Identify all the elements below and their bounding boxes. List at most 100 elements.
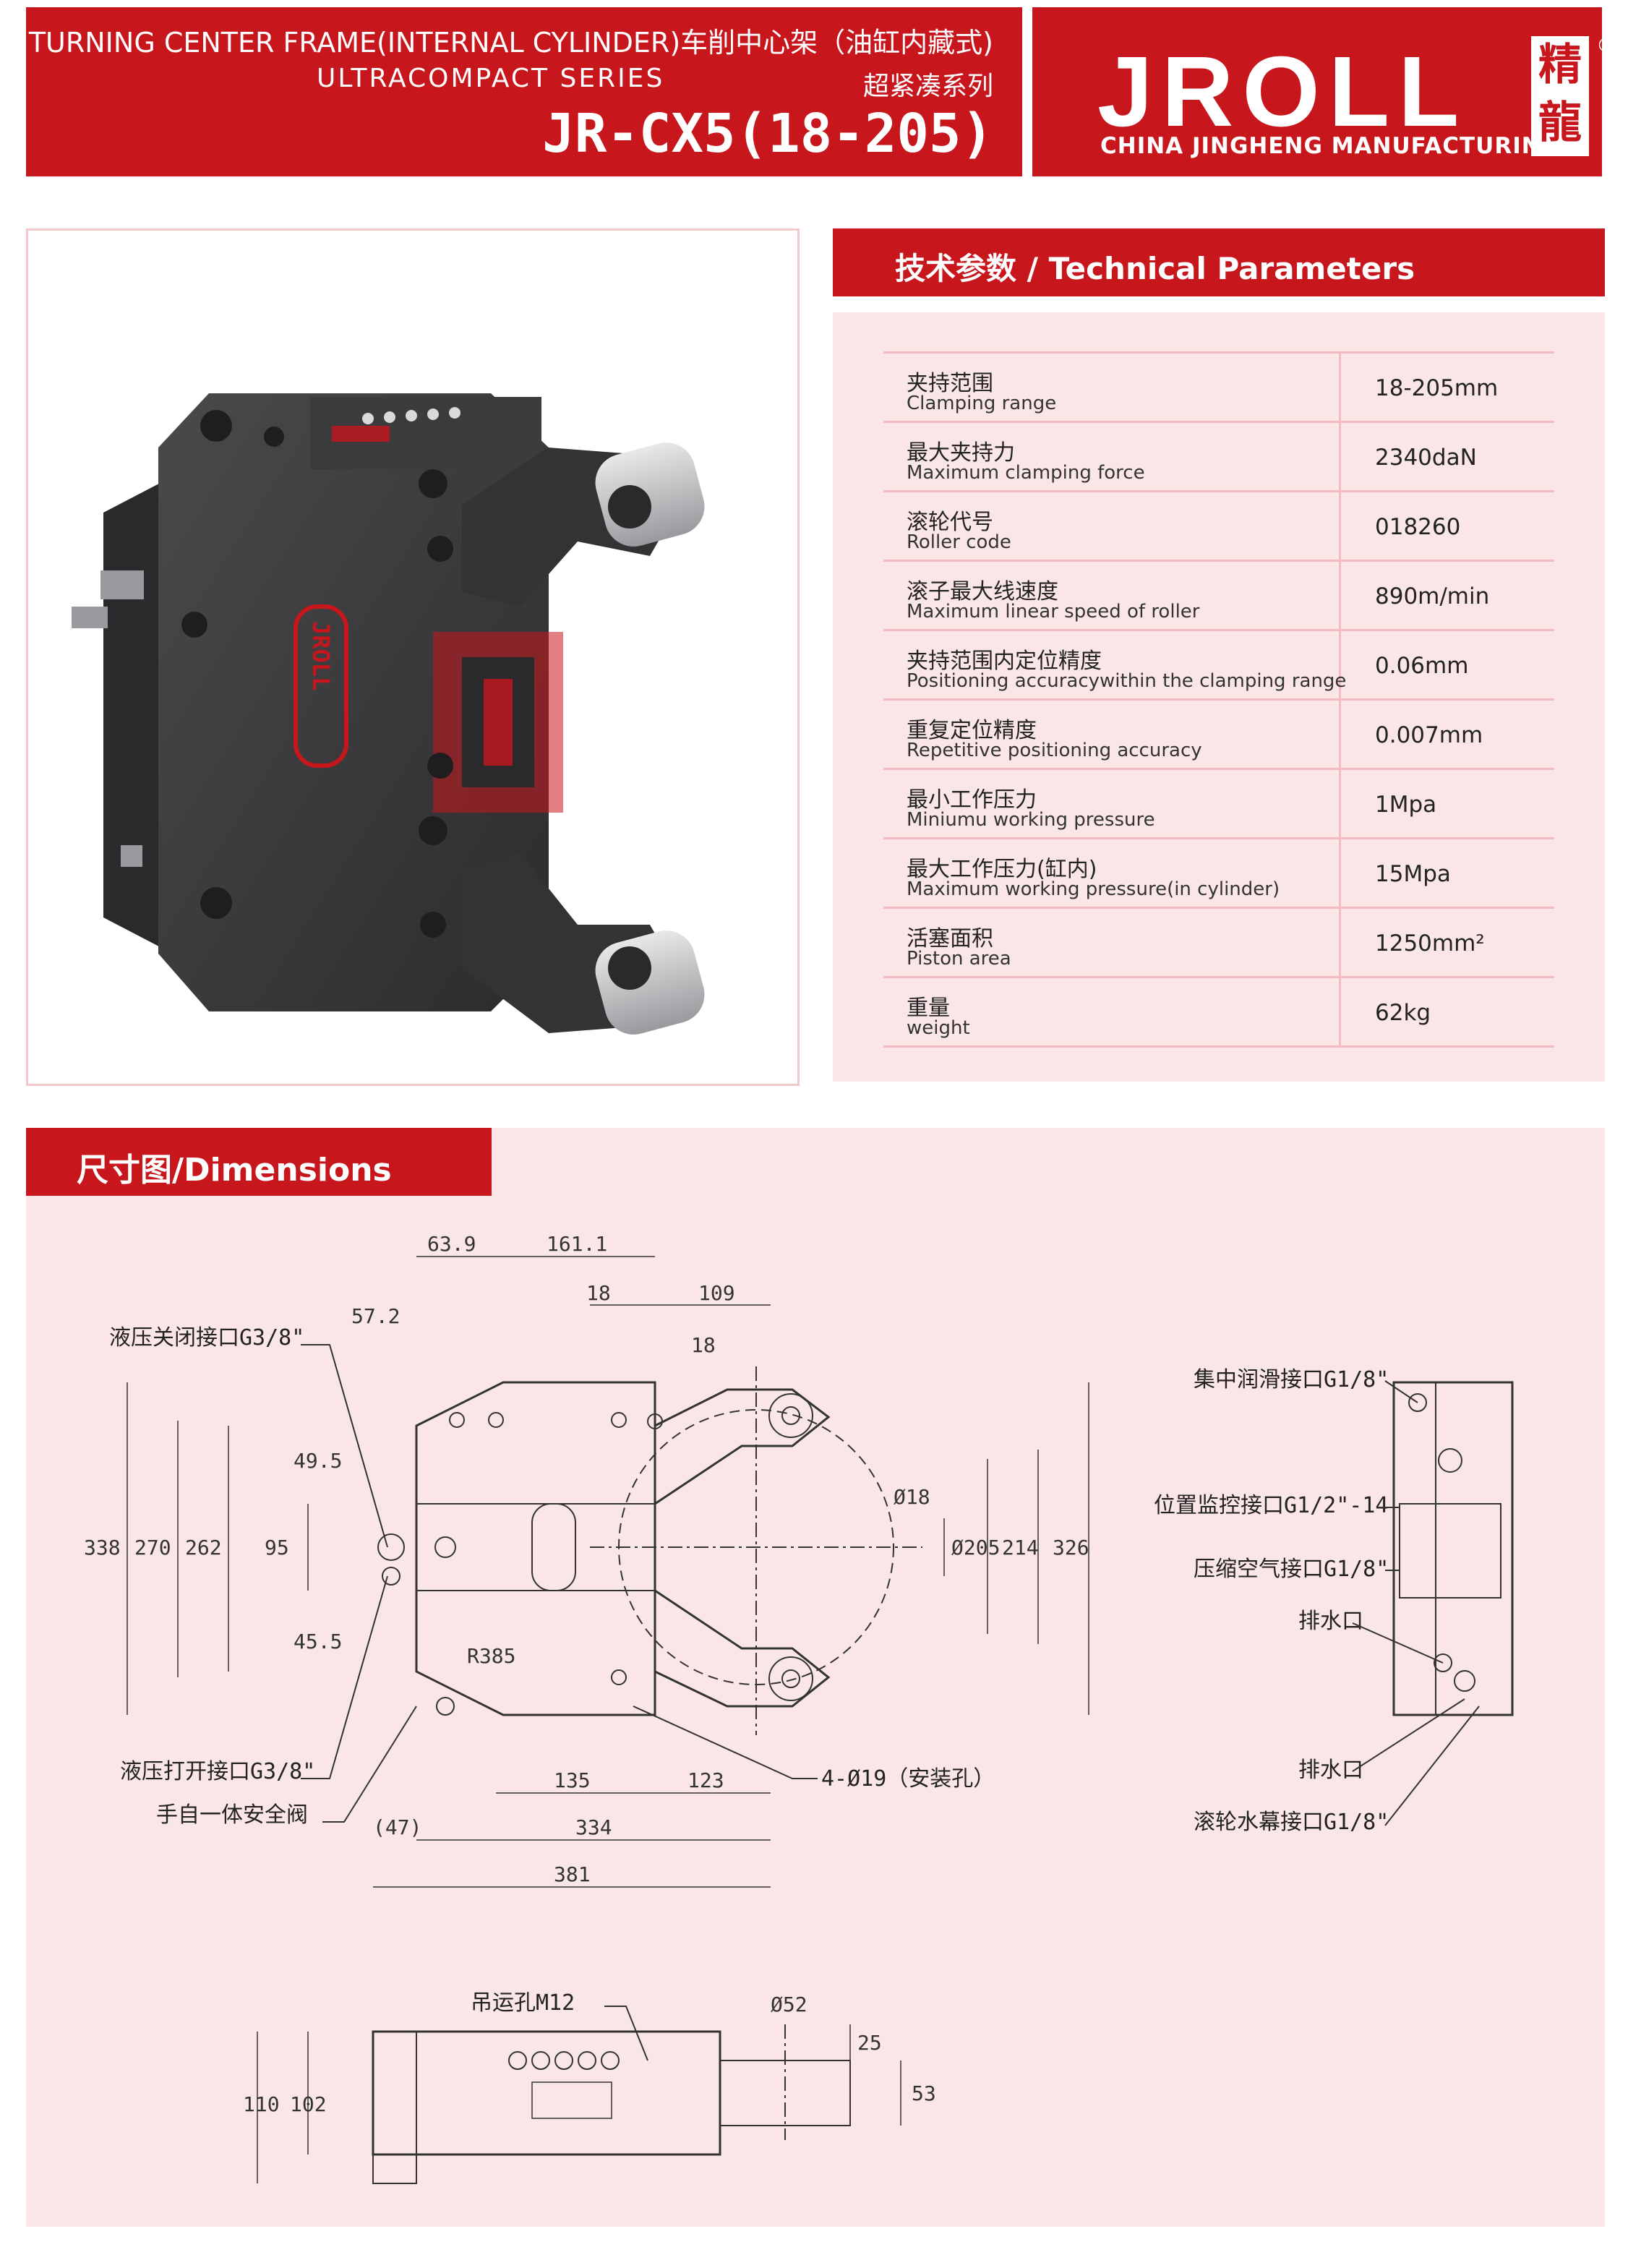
callout-compressed-air: 压缩空气接口G1/8" bbox=[1194, 1557, 1389, 1582]
brand-logo: JROLL CHINA JINGHENG MANUFACTURING 精龍 © bbox=[1032, 7, 1616, 176]
param-cn: 重量 bbox=[907, 996, 950, 1021]
side-view-body bbox=[1392, 1381, 1514, 1716]
front-logo-plate bbox=[531, 1503, 576, 1591]
param-cn: 重复定位精度 bbox=[907, 718, 1037, 743]
param-cn: 最小工作压力 bbox=[907, 787, 1037, 813]
dim-radius: R385 bbox=[467, 1644, 515, 1668]
callout-drain-2: 排水口 bbox=[1298, 1758, 1363, 1783]
param-cn: 滚轮代号 bbox=[907, 510, 993, 535]
dim-bottom-2: 123 bbox=[687, 1768, 724, 1792]
series-en: ULTRACOMPACT SERIES bbox=[317, 64, 665, 93]
product-logo-text: JROLL bbox=[307, 621, 335, 690]
header-divider bbox=[1028, 7, 1032, 176]
params-header: 技术参数 / Technical Parameters bbox=[833, 228, 1605, 296]
dim-left-4: 95 bbox=[265, 1536, 289, 1559]
dim-top-4: 109 bbox=[698, 1281, 735, 1305]
logo-subtitle: CHINA JINGHENG MANUFACTURING bbox=[1100, 133, 1561, 159]
dim-right-1: Ø18 bbox=[894, 1485, 930, 1509]
dim-bottom-4: 334 bbox=[575, 1815, 612, 1839]
param-cn: 活塞面积 bbox=[907, 926, 993, 951]
params-title: 技术参数 / Technical Parameters bbox=[895, 251, 1415, 286]
dim-top-1: 63.9 bbox=[427, 1232, 476, 1256]
logo-wordmark: JROLL bbox=[1097, 36, 1468, 147]
bottom-dim-4: 53 bbox=[912, 2081, 936, 2105]
header-title: TURNING CENTER FRAME(INTERNAL CYLINDER)车… bbox=[28, 27, 993, 59]
dim-top-6: 18 bbox=[691, 1333, 716, 1357]
callout-hydraulic-close: 液压关闭接口G3/8" bbox=[109, 1325, 304, 1351]
callout-mounting-holes: 4-Ø19（安装孔） bbox=[821, 1766, 995, 1792]
callout-lubrication: 集中润滑接口G1/8" bbox=[1194, 1367, 1389, 1392]
dimensions-header: 尺寸图/Dimensions bbox=[26, 1128, 492, 1196]
model-number: JR-CX5(18-205) bbox=[542, 103, 993, 165]
param-en: Roller code bbox=[907, 531, 1011, 553]
product-photo-panel: JROLL bbox=[26, 228, 800, 1086]
dim-right-4: 326 bbox=[1053, 1536, 1089, 1559]
param-en: Repetitive positioning accuracy bbox=[907, 740, 1202, 761]
callout-roller-water: 滚轮水幕接口G1/8" bbox=[1194, 1810, 1389, 1835]
param-cn: 最大夹持力 bbox=[907, 440, 1015, 466]
param-en: Maximum linear speed of roller bbox=[907, 601, 1200, 622]
header: TURNING CENTER FRAME(INTERNAL CYLINDER)车… bbox=[26, 7, 1616, 176]
callout-position-monitor: 位置监控接口G1/2"-14 bbox=[1154, 1493, 1389, 1518]
bottom-view-body bbox=[372, 2030, 721, 2156]
param-en: Maximum working pressure(in cylinder) bbox=[907, 878, 1280, 900]
bottom-dim-3: 25 bbox=[857, 2031, 882, 2055]
callout-safety-valve: 手自一体安全阀 bbox=[156, 1802, 308, 1828]
param-cn: 夹持范围内定位精度 bbox=[907, 649, 1102, 674]
callout-hydraulic-open: 液压打开接口G3/8" bbox=[120, 1759, 315, 1784]
param-value: 18-205mm bbox=[1375, 375, 1499, 401]
dim-bottom-5: 381 bbox=[554, 1862, 591, 1886]
bottom-dim-2: 102 bbox=[290, 2092, 327, 2116]
param-value: 0.007mm bbox=[1375, 722, 1483, 748]
param-value: 2340daN bbox=[1375, 445, 1477, 471]
param-en: Piston area bbox=[907, 948, 1011, 970]
dim-left-2: 270 bbox=[134, 1536, 171, 1559]
param-cn: 夹持范围 bbox=[907, 371, 993, 396]
param-value: 15Mpa bbox=[1375, 861, 1451, 887]
dim-left-1: 338 bbox=[84, 1536, 121, 1559]
param-cn: 最大工作压力(缸内) bbox=[907, 857, 1097, 882]
series-cn: 超紧凑系列 bbox=[862, 72, 993, 101]
param-en: Positioning accuracywithin the clamping … bbox=[907, 670, 1347, 692]
dim-top-3: 18 bbox=[586, 1281, 611, 1305]
dim-left-3: 262 bbox=[185, 1536, 222, 1559]
param-value: 890m/min bbox=[1375, 583, 1490, 609]
dim-right-2: Ø205 bbox=[951, 1536, 1000, 1559]
param-en: weight bbox=[907, 1017, 970, 1039]
param-value: 1Mpa bbox=[1375, 792, 1437, 818]
dim-bottom-1: 135 bbox=[554, 1768, 591, 1792]
product-render: JROLL bbox=[72, 393, 705, 1035]
param-en: Miniumu working pressure bbox=[907, 809, 1155, 831]
dim-right-3: 214 bbox=[1002, 1536, 1039, 1559]
dimensions-title: 尺寸图/Dimensions bbox=[77, 1152, 392, 1189]
dim-top-5: 57.2 bbox=[351, 1304, 400, 1328]
param-value: 018260 bbox=[1375, 514, 1461, 540]
header-title-block: TURNING CENTER FRAME(INTERNAL CYLINDER)车… bbox=[26, 7, 1022, 176]
param-en: Clamping range bbox=[907, 393, 1057, 414]
param-value: 0.06mm bbox=[1375, 653, 1469, 679]
param-en: Maximum clamping force bbox=[907, 462, 1145, 484]
dim-top-2: 161.1 bbox=[547, 1232, 607, 1256]
dim-bottom-3: (47) bbox=[373, 1815, 421, 1839]
bottom-lifting-hole: 吊运孔M12 bbox=[471, 1990, 575, 2016]
bottom-dia: Ø52 bbox=[771, 1993, 807, 2016]
front-body-outline bbox=[415, 1381, 656, 1716]
dim-left-6: 45.5 bbox=[294, 1630, 342, 1653]
param-row: 最大工作压力(缸内)Maximum working pressure(in cy… bbox=[883, 837, 1554, 907]
dimension-drawing: 63.9 161.1 18 109 57.2 18 338 270 262 95… bbox=[84, 1232, 1514, 2184]
dimensions-panel: 尺寸图/Dimensions 63.9 16 bbox=[26, 1128, 1605, 2227]
callout-drain-1: 排水口 bbox=[1298, 1609, 1363, 1634]
param-value: 62kg bbox=[1375, 1000, 1431, 1026]
param-cn: 滚子最大线速度 bbox=[907, 579, 1058, 604]
